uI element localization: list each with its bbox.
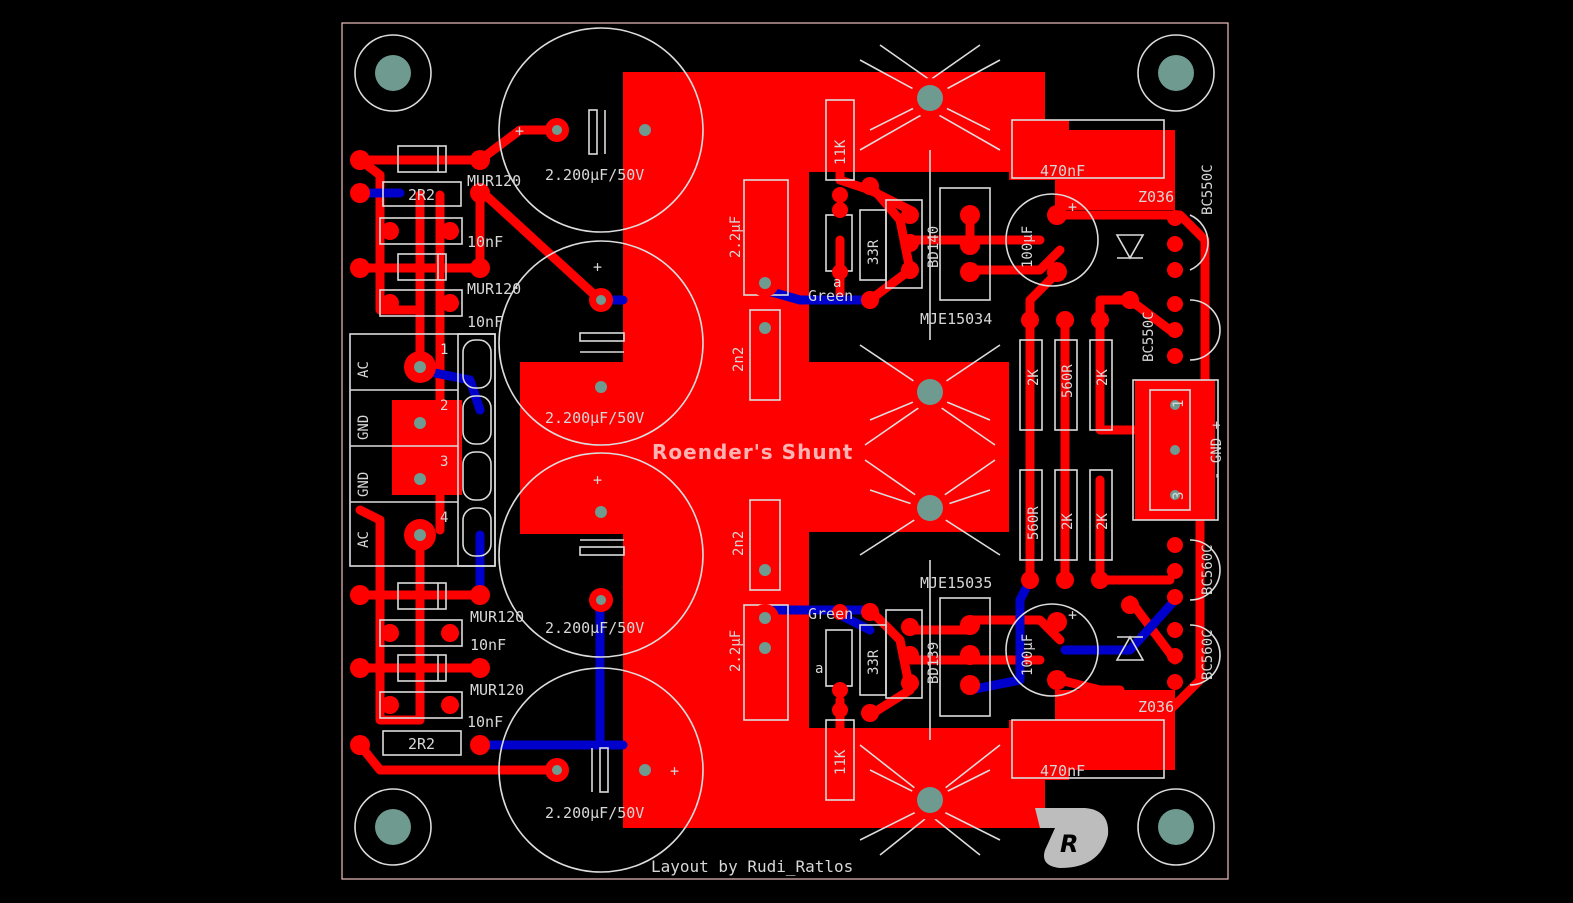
cap-10nf-4-label: 10nF — [467, 713, 503, 731]
cap-22uf-bottom-label: 2.2µF — [728, 630, 744, 672]
cap-2n2-bottom-label: 2n2 — [731, 531, 747, 556]
cap-10nf-2-label: 10nF — [467, 313, 503, 331]
cap-10nf-1-label: 10nF — [467, 233, 503, 251]
mount-hole — [375, 809, 411, 845]
in-pin-4: 4 — [440, 510, 448, 526]
mount-hole — [1158, 809, 1194, 845]
bc550c-2-label: BC550C — [1141, 311, 1157, 362]
plus-5: + — [1068, 198, 1077, 216]
r560-1-label: 560R — [1060, 364, 1076, 398]
out-pin-3: 3 — [1171, 492, 1187, 500]
led-top-mark: a — [833, 275, 841, 291]
in-pin-1: 1 — [440, 342, 448, 358]
res-11k-bottom-label: 11K — [833, 749, 849, 775]
out-conn-label: - GND + — [1209, 421, 1225, 480]
cap-100uf-top-label: 100µF — [1020, 226, 1036, 268]
pads — [350, 55, 1194, 845]
led-bottom-label: Green — [808, 605, 853, 623]
bd140-label: BD140 — [926, 226, 942, 268]
plus-4: + — [670, 762, 679, 780]
bc560c-1-label: BC560C — [1200, 544, 1216, 595]
cap-main-3-label: 2.200µF/50V — [545, 619, 644, 637]
res-33r-bottom-label: 33R — [866, 649, 882, 675]
plus-2: + — [593, 258, 602, 276]
diode-3-label: MUR120 — [470, 608, 524, 626]
cap-10nf-3-label: 10nF — [470, 636, 506, 654]
diode-4-label: MUR120 — [470, 681, 524, 699]
copper-pour-top — [392, 72, 1215, 828]
plus-3: + — [593, 471, 602, 489]
out-pin-1: 1 — [1171, 400, 1187, 408]
cap-100uf-bottom-label: 100µF — [1020, 634, 1036, 676]
cap-2n2-top-label: 2n2 — [731, 347, 747, 372]
res-33r-top-label: 33R — [866, 239, 882, 265]
r560-2-label: 560R — [1026, 506, 1042, 540]
r2k-2-label: 2K — [1095, 369, 1111, 386]
bc560c-2-label: BC560C — [1200, 629, 1216, 680]
led-top-label: Green — [808, 287, 853, 305]
r2k-3-label: 2K — [1060, 513, 1076, 530]
in-pin-3: 3 — [440, 454, 448, 470]
res-11k-top-label: 11K — [833, 139, 849, 165]
cap-main-1-label: 2.200µF/50V — [545, 166, 644, 184]
board-title: Roender's Shunt — [652, 440, 853, 464]
r2k-4-label: 2K — [1095, 513, 1111, 530]
res-2r2-bottom-label: 2R2 — [408, 735, 435, 753]
labels: Roender's Shunt Layout by Rudi_Ratlos 2.… — [356, 122, 1225, 876]
mje-top-label: MJE15034 — [920, 310, 992, 328]
diode-1-label: MUR120 — [467, 172, 521, 190]
plus-1: + — [515, 122, 524, 140]
in-gnd-2-label: GND — [356, 472, 372, 497]
in-pin-2: 2 — [440, 398, 448, 414]
in-gnd-1-label: GND — [356, 415, 372, 440]
zener-bottom-label: Z036 — [1138, 698, 1174, 716]
logo-text: R — [1060, 830, 1078, 858]
in-ac-1-label: AC — [356, 361, 372, 378]
cap-22uf-top-label: 2.2µF — [728, 216, 744, 258]
cap-main-4-label: 2.200µF/50V — [545, 804, 644, 822]
in-ac-2-label: AC — [356, 531, 372, 548]
mount-hole — [1158, 55, 1194, 91]
led-bottom-mark: a — [815, 661, 823, 677]
cap-470nf-bottom-label: 470nF — [1040, 762, 1085, 780]
r2k-1-label: 2K — [1026, 369, 1042, 386]
mje-bottom-label: MJE15035 — [920, 574, 992, 592]
credit-text: Layout by Rudi_Ratlos — [651, 857, 853, 876]
cap-470nf-top-label: 470nF — [1040, 162, 1085, 180]
diode-2-label: MUR120 — [467, 280, 521, 298]
cap-main-2-label: 2.200µF/50V — [545, 409, 644, 427]
bc550c-1-label: BC550C — [1200, 164, 1216, 215]
res-2r2-top-label: 2R2 — [408, 186, 435, 204]
plus-6: + — [1068, 606, 1077, 624]
board-outline — [341, 22, 1229, 880]
mount-hole — [375, 55, 411, 91]
logo: R — [1035, 808, 1109, 868]
bd139-label: BD139 — [926, 642, 942, 684]
zener-top-label: Z036 — [1138, 188, 1174, 206]
